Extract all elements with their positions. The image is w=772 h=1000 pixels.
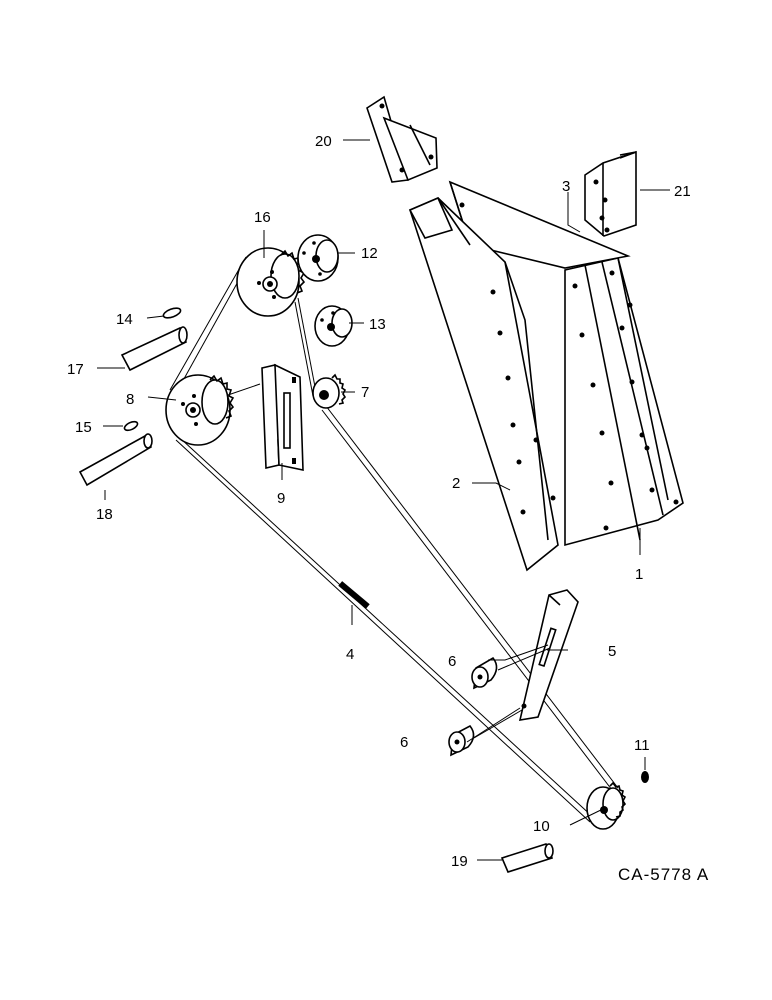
part-10-sprocket	[586, 781, 627, 830]
part-12-pulley	[297, 234, 339, 282]
callout-20: 20	[315, 133, 332, 150]
diagram-code: CA-5778 A	[618, 865, 709, 884]
part-14-key	[162, 307, 182, 319]
callout-6-upper: 6	[448, 653, 456, 670]
callout-16: 16	[254, 209, 271, 226]
part-5-tensioner-plate	[518, 589, 579, 721]
part-8-sprocket	[165, 374, 235, 446]
callout-19: 19	[451, 853, 468, 870]
callout-12: 12	[361, 245, 378, 262]
callout-8: 8	[126, 391, 134, 408]
callout-5: 5	[608, 643, 616, 660]
callout-14: 14	[116, 311, 133, 328]
callout-4: 4	[346, 646, 354, 663]
part-11-key	[641, 771, 649, 783]
part-6-idler-lower	[448, 709, 523, 757]
callout-2: 2	[452, 475, 460, 492]
callout-1: 1	[635, 566, 643, 583]
callout-6-lower: 6	[400, 734, 408, 751]
callout-11: 11	[634, 737, 650, 754]
part-13-pulley	[314, 305, 353, 347]
part-18-shaft	[78, 433, 153, 487]
part-17-shaft	[120, 326, 188, 372]
part-6-idler-upper	[471, 647, 551, 690]
part-2-side-panel	[408, 196, 559, 572]
part-15-key	[123, 420, 139, 432]
leader-lines	[97, 139, 670, 861]
callout-21: 21	[674, 183, 691, 200]
part-9-mount-bracket	[261, 363, 304, 471]
part-20-bracket	[366, 95, 438, 183]
callout-9: 9	[277, 490, 285, 507]
callout-10: 10	[533, 818, 550, 835]
callouts: 1 2 3 4 5 6 6 7 8 9 10 11 12 13 14 15 16…	[67, 133, 691, 870]
callout-13: 13	[369, 316, 386, 333]
callout-15: 15	[75, 419, 92, 436]
part-19-shaft	[500, 843, 554, 873]
part-16-sprocket	[236, 247, 306, 317]
callout-18: 18	[96, 506, 113, 523]
part-7-sprocket	[312, 373, 347, 409]
callout-17: 17	[67, 361, 84, 378]
callout-3: 3	[562, 178, 570, 195]
part-21-bracket	[584, 150, 637, 237]
part-1-channel-panel	[564, 257, 684, 547]
callout-7: 7	[361, 384, 369, 401]
